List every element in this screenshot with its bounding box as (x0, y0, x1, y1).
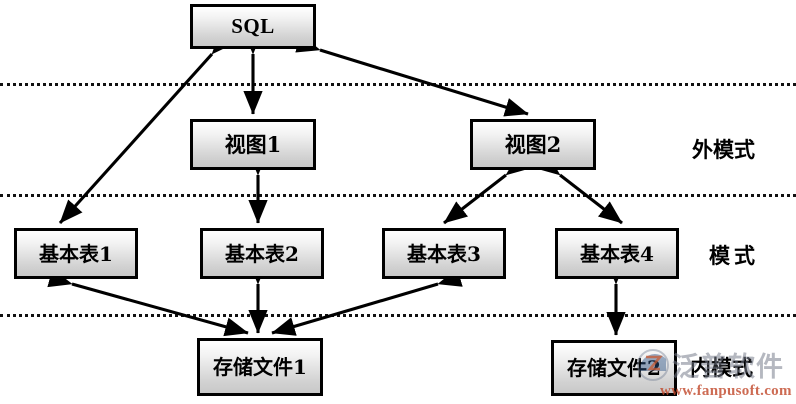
node-base-table-4[interactable]: 基本表4 (555, 228, 679, 279)
node-sql[interactable]: SQL (190, 4, 316, 49)
node-view1[interactable]: 视图1 (190, 119, 316, 170)
label-external-schema: 外模式 (692, 137, 755, 162)
edge-view2-table4 (535, 153, 623, 225)
node-base-table-1[interactable]: 基本表1 (14, 228, 138, 279)
node-base-table-3[interactable]: 基本表3 (382, 228, 506, 279)
node-base-table-4-label: 基本表4 (580, 241, 654, 266)
node-view1-label: 视图1 (224, 132, 282, 157)
node-base-table-3-label: 基本表3 (407, 241, 481, 266)
node-view2[interactable]: 视图2 (470, 119, 596, 170)
node-storage-file-1-label: 存储文件1 (213, 355, 307, 379)
edge-table1-file1 (47, 268, 249, 337)
edge-sql-view2 (295, 34, 529, 117)
edge-view2-table3 (443, 153, 531, 225)
node-storage-file-2-label: 存储文件2 (567, 356, 661, 380)
node-base-table-1-label: 基本表1 (39, 241, 113, 266)
label-conceptual-schema: 模式 (709, 243, 759, 268)
node-base-table-2[interactable]: 基本表2 (200, 228, 324, 279)
node-view2-label: 视图2 (504, 132, 562, 157)
label-internal-schema: 内模式 (690, 355, 753, 380)
node-base-table-2-label: 基本表2 (225, 241, 299, 266)
node-storage-file-1[interactable]: 存储文件1 (197, 338, 323, 396)
node-storage-file-2[interactable]: 存储文件2 (551, 340, 677, 396)
edge-table3-file1 (271, 268, 463, 336)
edge-sql-table1 (58, 30, 235, 225)
divider-conceptual-schema (0, 194, 796, 197)
node-sql-label: SQL (231, 14, 275, 38)
